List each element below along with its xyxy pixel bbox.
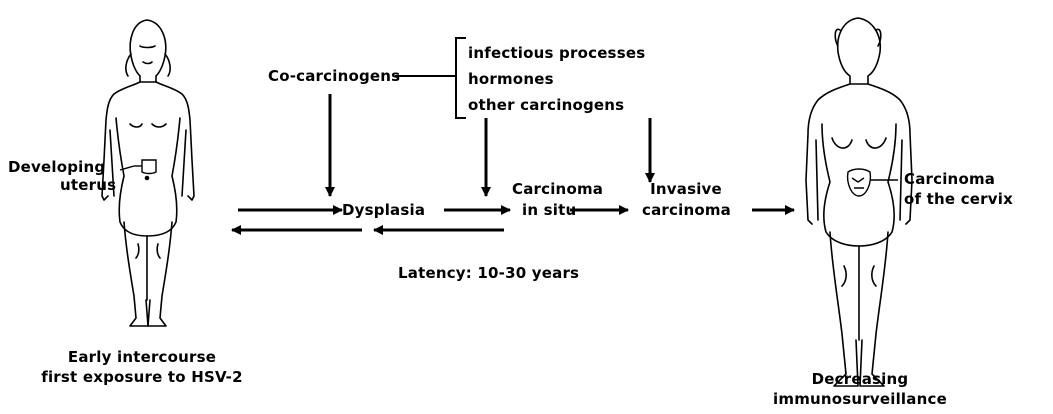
cocarcinogen-bracket xyxy=(395,38,466,118)
stage-dysplasia: Dysplasia xyxy=(342,201,425,219)
right-caption-line2: immunosurveillance xyxy=(770,390,950,408)
developing-label: Developing xyxy=(8,158,105,176)
latency-label: Latency: 10-30 years xyxy=(398,264,579,282)
right-female-figure xyxy=(806,18,912,386)
cocarcinogen-item-other: other carcinogens xyxy=(468,96,624,114)
cocarcinogens-label: Co-carcinogens xyxy=(268,67,400,85)
left-female-figure xyxy=(102,20,194,326)
left-caption-line1: Early intercourse xyxy=(40,348,244,366)
carcinoma-label: Carcinoma xyxy=(904,170,995,188)
cocarcinogen-item-hormones: hormones xyxy=(468,70,554,88)
stage-cis-line2: in situ xyxy=(522,201,576,219)
left-caption-line2: first exposure to HSV-2 xyxy=(40,368,244,386)
of-the-cervix-label: of the cervix xyxy=(904,190,1013,208)
stage-cis-line1: Carcinoma xyxy=(512,180,600,198)
cocarcinogen-item-infectious: infectious processes xyxy=(468,44,645,62)
developing-uterus-icon xyxy=(134,160,156,174)
right-caption-line1: Decreasing xyxy=(790,370,930,388)
cervix-carcinoma-icon xyxy=(848,169,871,196)
uterus-label: uterus xyxy=(60,176,116,194)
stage-invasive-line2: carcinoma xyxy=(642,201,731,219)
stage-invasive-line1: Invasive xyxy=(650,180,722,198)
